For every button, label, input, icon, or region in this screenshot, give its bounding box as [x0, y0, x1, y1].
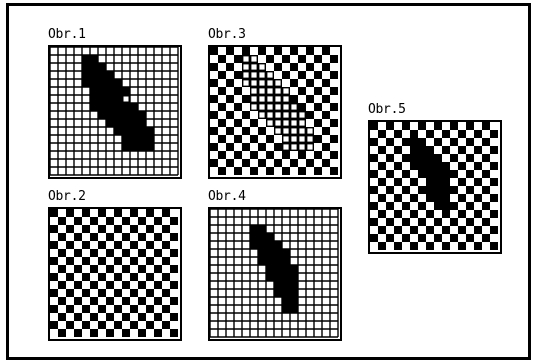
arrow-cursor-icon: [50, 47, 180, 177]
panel-label-obr4: Obr.4: [208, 190, 246, 203]
panel-label-obr3: Obr.3: [208, 28, 246, 41]
arrow-cursor-icon: [210, 47, 340, 177]
grid-obr2: [48, 207, 182, 341]
grid-obr5: [368, 120, 502, 254]
grid-obr1: [48, 45, 182, 179]
panel-label-obr2: Obr.2: [48, 190, 86, 203]
checkerboard-pattern: [50, 209, 180, 339]
grid-obr4: [208, 207, 342, 341]
arrow-cursor-icon: [210, 209, 340, 339]
panel-label-obr5: Obr.5: [368, 103, 406, 116]
panel-label-obr1: Obr.1: [48, 28, 86, 41]
grid-obr3: [208, 45, 342, 179]
arrow-cursor-icon: [370, 122, 500, 252]
